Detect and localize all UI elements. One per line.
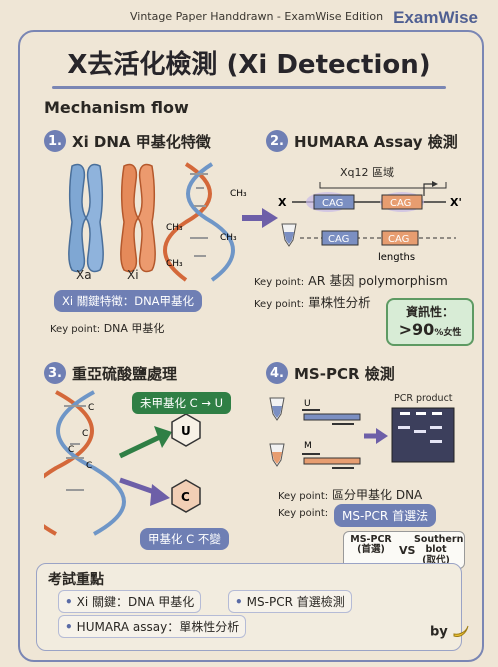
pcr-tube-icon: [281, 223, 297, 247]
x-left-label: X: [278, 196, 287, 209]
keypoint-text: 區分甲基化 DNA: [332, 488, 423, 502]
poster-frame: [18, 30, 484, 662]
step1-title: Xi DNA 甲基化特徵: [72, 132, 211, 151]
mspcr-diagram: U M: [269, 397, 455, 469]
cag-label: CAG: [322, 198, 343, 209]
arrow-icon: [242, 208, 278, 228]
edition-label: Vintage Paper Handdrawn - ExamWise Editi…: [130, 10, 384, 23]
banana-icon: [453, 625, 469, 637]
review-item: •MS-PCR 首選檢測: [228, 590, 352, 613]
dna-helix-icon: [44, 390, 126, 536]
gel-icon: [391, 407, 455, 463]
label-xa: Xa: [76, 268, 92, 282]
bullet-icon: •: [235, 595, 243, 609]
primer-u-label: U: [304, 399, 311, 409]
c-label: C: [86, 461, 92, 471]
dna-helix-icon: [163, 162, 235, 282]
bullet-icon: •: [65, 595, 73, 609]
step2-number: 2.: [266, 130, 288, 152]
step4-title: MS-PCR 檢測: [294, 364, 395, 383]
page-title: X去活化檢測 (Xi Detection): [67, 50, 431, 80]
x-right-label: X': [450, 196, 462, 209]
step4-number: 4.: [266, 362, 288, 384]
step1-pill: Xi 關鍵特徵：DNA甲基化: [54, 290, 203, 312]
review-item: •HUMARA assay：單株性分析: [58, 615, 247, 638]
step2-heading: 2. HUMARA Assay 檢測: [266, 130, 458, 152]
cag-label: CAG: [390, 198, 411, 209]
mspcr-pill: MS-PCR 首選法: [334, 504, 437, 527]
step2-keypoint-2: Key point: 單株性分析: [254, 292, 371, 311]
cytosine-ring-icon: C: [171, 479, 201, 513]
bullet-icon: •: [65, 620, 73, 634]
methyl-label: CH₃: [220, 233, 237, 243]
uracil-ring-icon: U: [171, 413, 201, 447]
title-underline: [52, 86, 446, 89]
keypoint-prefix: Key point:: [278, 508, 329, 519]
step3-number: 3.: [44, 362, 66, 384]
keypoint-prefix: Key point:: [278, 491, 329, 502]
review-item: •Xi 關鍵：DNA 甲基化: [58, 590, 202, 613]
c-label: C: [82, 429, 88, 439]
unmethylated-pill: 未甲基化 C → U: [132, 392, 232, 414]
step1-number: 1.: [44, 130, 66, 152]
compare-right: Southern blot (取代): [414, 534, 464, 566]
step2-keypoint-1: Key point: AR 基因 polymorphism: [254, 270, 448, 289]
step3-title: 重亞硫酸鹽處理: [72, 364, 178, 383]
step3-pill: 甲基化 C 不變: [140, 528, 229, 550]
keypoint-prefix: Key point:: [254, 277, 305, 288]
pcr-product-label: PCR product: [394, 393, 453, 404]
humara-diagram: X X' CAG CAG CAG CAG lengths: [278, 181, 462, 263]
arrow-icon: [118, 426, 172, 459]
methyl-label: CH₃: [166, 223, 183, 233]
pcr-tube-icon: [269, 397, 285, 421]
u-label: U: [181, 424, 191, 438]
step1-keypoint: Key point: DNA 甲基化: [50, 320, 164, 336]
methyl-label: CH₃: [166, 259, 183, 269]
informativity-box: 資訊性： >90%女性: [386, 298, 474, 346]
keypoint-prefix: Key point:: [50, 324, 101, 335]
step4-heading: 4. MS-PCR 檢測: [266, 362, 395, 384]
methyl-label: CH₃: [230, 189, 247, 199]
c-label: C: [181, 490, 190, 504]
cag-label: CAG: [328, 234, 349, 245]
c-label: C: [88, 403, 94, 413]
cag-label: CAG: [388, 234, 409, 245]
xi-chromosome-icon: [120, 163, 156, 273]
arrow-icon: [119, 477, 170, 506]
keypoint-text: AR 基因 polymorphism: [308, 273, 448, 288]
step3-heading: 3. 重亞硫酸鹽處理: [44, 362, 177, 384]
compare-vs: VS: [399, 544, 416, 557]
xa-chromosome-icon: [68, 163, 104, 273]
region-label: Xq12 區域: [340, 166, 395, 179]
c-label: C: [68, 445, 74, 455]
keypoint-text: DNA 甲基化: [103, 322, 165, 335]
step1-heading: 1. Xi DNA 甲基化特徵: [44, 130, 211, 152]
review-title: 考試重點: [48, 572, 104, 588]
step4-keypoint-1: Key point: 區分甲基化 DNA: [278, 486, 422, 503]
pcr-tube-icon: [269, 443, 285, 467]
compare-left: MS-PCR (首選): [350, 534, 392, 556]
chromosome-illustration: CH₃ CH₃ CH₃ CH₃: [68, 162, 247, 282]
lengths-label: lengths: [378, 252, 415, 263]
byline: by: [430, 624, 470, 640]
keypoint-prefix: Key point:: [254, 299, 305, 310]
bisulfite-diagram: C C C C U C: [44, 390, 201, 536]
info-title: 資訊性：: [405, 305, 454, 319]
primer-m-label: M: [304, 441, 312, 451]
brand-logo: ExamWise: [393, 8, 478, 27]
step2-title: HUMARA Assay 檢測: [294, 132, 458, 151]
info-value: >90%女性: [398, 320, 462, 339]
arrow-icon: [364, 428, 388, 444]
keypoint-text: 單株性分析: [308, 295, 371, 310]
mechanism-heading: Mechanism flow: [44, 98, 189, 117]
label-xi: Xi: [127, 268, 139, 282]
